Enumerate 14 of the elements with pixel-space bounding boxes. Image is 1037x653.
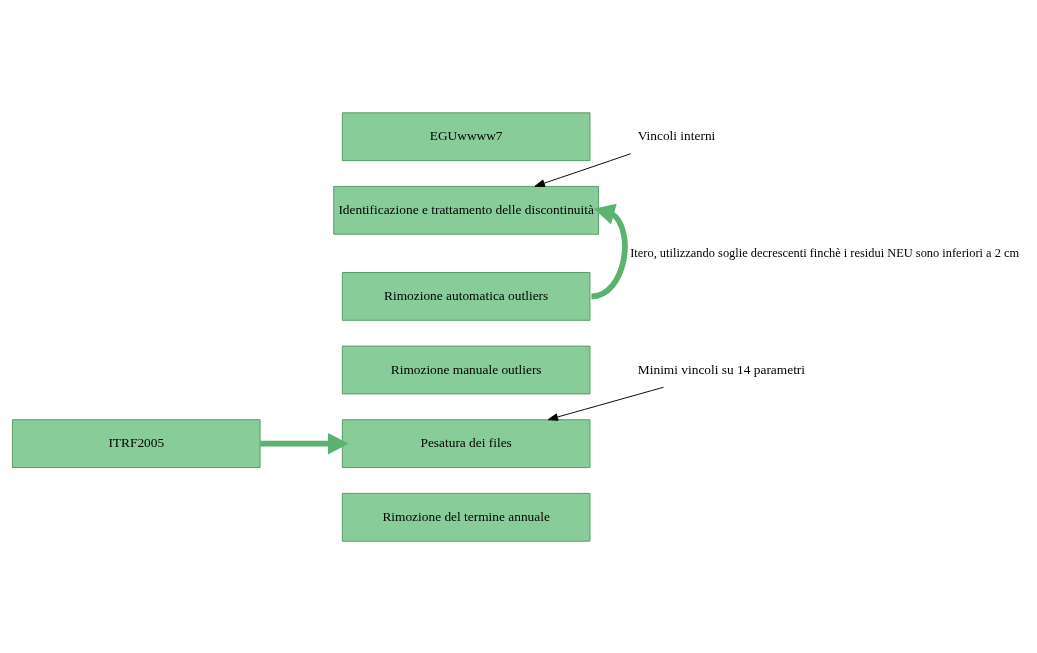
node-text: Minimi vincoli su 14 parametri <box>637 361 806 377</box>
node-box: Rimozione del termine annuale <box>341 492 591 542</box>
arrow <box>260 432 349 454</box>
node-box: Rimozione automatica outliers <box>341 271 591 321</box>
node-box: ITRF2005 <box>12 418 261 468</box>
node-box: Pesatura dei files <box>341 418 591 468</box>
arrow <box>547 386 664 421</box>
node-box: Identificazione e trattamento delle discontinuità <box>333 185 600 235</box>
arrow <box>534 152 632 187</box>
edge-label: Itero, utilizzando soglie decrescenti finchè i residui NEU sono inferiori a 2 cm <box>630 245 1020 260</box>
node-box: Rimozione manuale outliers <box>341 345 591 394</box>
node-text: Vincoli interni <box>637 127 716 143</box>
arrow <box>590 203 628 299</box>
node-box: EGUwwww7 <box>341 111 591 161</box>
